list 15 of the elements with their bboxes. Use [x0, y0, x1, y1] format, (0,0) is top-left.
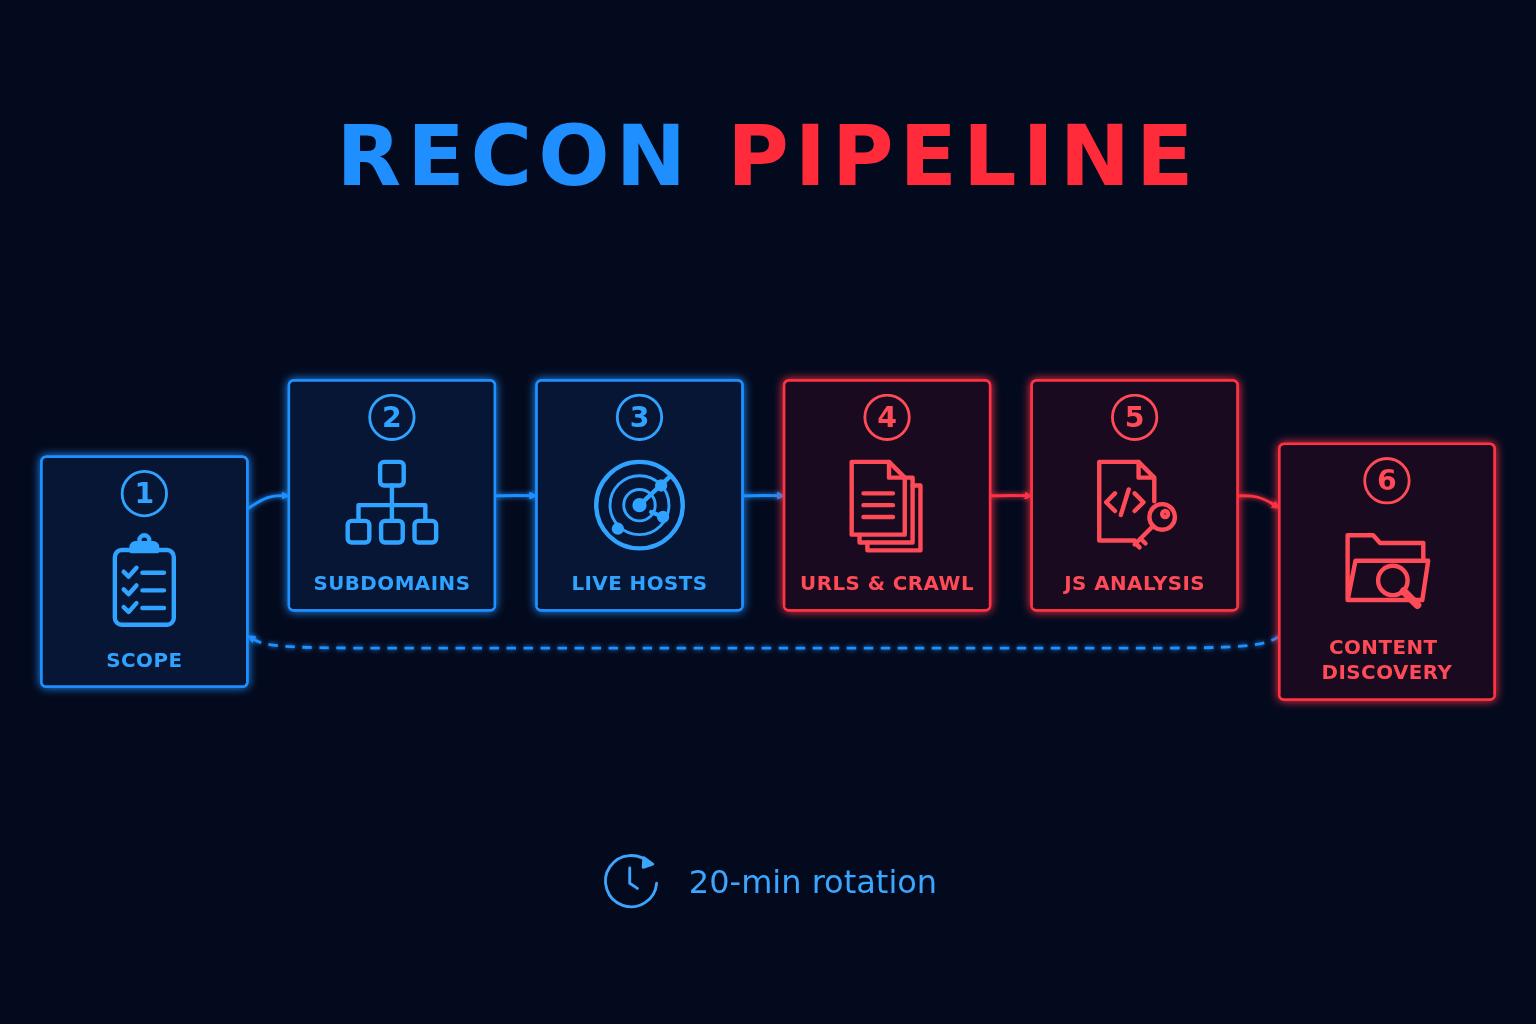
title: RECON PIPELINE [335, 110, 1201, 203]
step-label: CONTENT DISCOVERY [1320, 634, 1454, 687]
step-label: LIVE HOSTS [570, 571, 709, 597]
note-text: 20-min rotation [688, 863, 938, 901]
step-number: 3 [615, 393, 664, 441]
step-number: 1 [120, 470, 168, 518]
step-number: 5 [1111, 393, 1159, 441]
arrow [742, 491, 785, 500]
step-number: 2 [368, 393, 416, 441]
step-label: SCOPE [105, 647, 184, 674]
step-number: 6 [1363, 457, 1411, 505]
step-label: JS ANALYSIS [1062, 571, 1207, 597]
step-number: 4 [863, 393, 911, 441]
step-label: SUBDOMAINS [312, 571, 472, 597]
step-label: URLS & CRAWL [799, 571, 976, 597]
